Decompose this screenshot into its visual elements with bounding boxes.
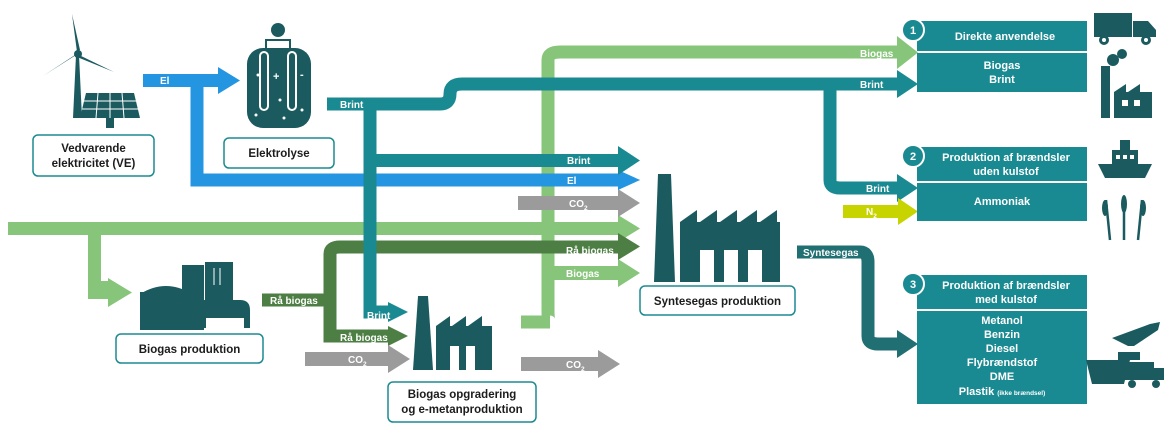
output-2-title-line1: Produktion af brændsler [942,152,1070,164]
biogas-plant-icon [140,262,233,330]
plane-ship-truck-icon [1086,322,1164,388]
output-3-item-2: Benzin [984,329,1020,341]
box-opgradering-line1: Biogas opgradering [408,389,517,401]
output-3-title-line1: Produktion af brændsler [942,280,1070,292]
flow-label-n2: N2 [866,207,877,220]
flow-label-raa-biogas-prod: Rå biogas [270,295,318,307]
output-3-title-line2: med kulstof [975,294,1037,306]
flow-label-co2-syn: CO2 [569,199,588,212]
flow-label-brint-out1: Brint [860,80,884,91]
flow-label-brint-out2: Brint [866,184,890,195]
electricity-bands: El El [143,67,640,190]
biomass-feedstock-band [8,215,640,307]
flow-label-syntesegas: Syntesegas [803,248,859,259]
flow-label-biogas-syn: Biogas [566,269,600,280]
upgrading-plant-icon [413,296,492,370]
flow-label-el-in: El [160,76,170,87]
box-syntesegas-label: Syntesegas produktion [654,296,781,308]
box-ve: Vedvarende elektricitet (VE) [32,134,155,177]
box-elektrolyse-label: Elektrolyse [248,148,309,160]
flow-label-raa-biogas-opg: Rå biogas [340,332,388,344]
box-opgradering-line2: og e-metanproduktion [401,404,522,416]
svg-text:+: + [273,71,279,83]
output-1-title: Direkte anvendelse [955,31,1055,43]
flow-label-co2-opg: CO2 [348,355,367,368]
output-1-panel: 1 Direkte anvendelse Biogas Brint [901,18,1087,92]
truck-icon [1094,13,1156,45]
ship-icon [1098,140,1152,178]
box-biogas-produktion-label: Biogas produktion [139,344,241,356]
box-syntesegas: Syntesegas produktion [639,285,796,316]
box-ve-line2: elektricitet (VE) [52,158,136,170]
svg-text:-: - [300,69,304,81]
box-opgradering: Biogas opgradering og e-metanproduktion [387,381,537,423]
industry-icon [1101,49,1152,118]
box-elektrolyse: Elektrolyse [223,137,335,169]
hydrogen-bands: Brint Brint Brint Brint Brint [327,70,918,322]
cow-icon [186,300,250,328]
flow-label-el-syn: El [567,176,577,187]
co2-bands: CO2 CO2 CO2 [305,189,640,378]
flow-label-brint-syn: Brint [567,156,591,167]
output-1-item-2: Brint [989,74,1015,86]
output-2-item-1: Ammoniak [974,196,1031,208]
electrolyser-icon: + - [247,23,311,128]
biogas-syn-band: Biogas [548,259,640,287]
output-1-number: 1 [910,25,916,37]
box-ve-line1: Vedvarende [61,143,126,155]
output-2-panel: 2 Produktion af brændsler uden kulstof A… [901,144,1087,221]
wind-turbine-icon [43,14,114,118]
output-3-item-4: Flybrændstof [967,357,1038,369]
flow-label-raa-biogas-syn: Rå biogas [566,245,614,257]
raw-biogas-band: Rå biogas Rå biogas Rå biogas [262,233,640,346]
output-1-item-1: Biogas [984,60,1021,72]
nitrogen-band: N2 [843,198,918,225]
flow-label-co2-out: CO2 [566,360,585,373]
flow-label-brint-opg: Brint [367,311,391,322]
box-biogas-produktion: Biogas produktion [115,333,264,364]
output-3-panel: 3 Produktion af brændsler med kulstof Me… [901,272,1087,404]
output-2-number: 2 [910,151,916,163]
output-2-title-line2: uden kulstof [973,166,1039,178]
flow-label-biogas-out1: Biogas [860,49,894,60]
output-3-item-5: DME [990,371,1014,383]
output-3-item-6: Plastik(ikke brændsel) [959,386,1046,398]
wheat-icon [1102,195,1146,241]
output-3-number: 3 [910,279,916,291]
output-3-item-3: Diesel [986,343,1018,355]
solar-panel-icon [80,92,140,128]
syngas-factory-icon [654,174,780,282]
output-3-item-1: Metanol [981,315,1023,327]
syngas-band: Syntesegas [797,245,918,358]
flow-label-brint-elektrolyse: Brint [340,100,364,111]
